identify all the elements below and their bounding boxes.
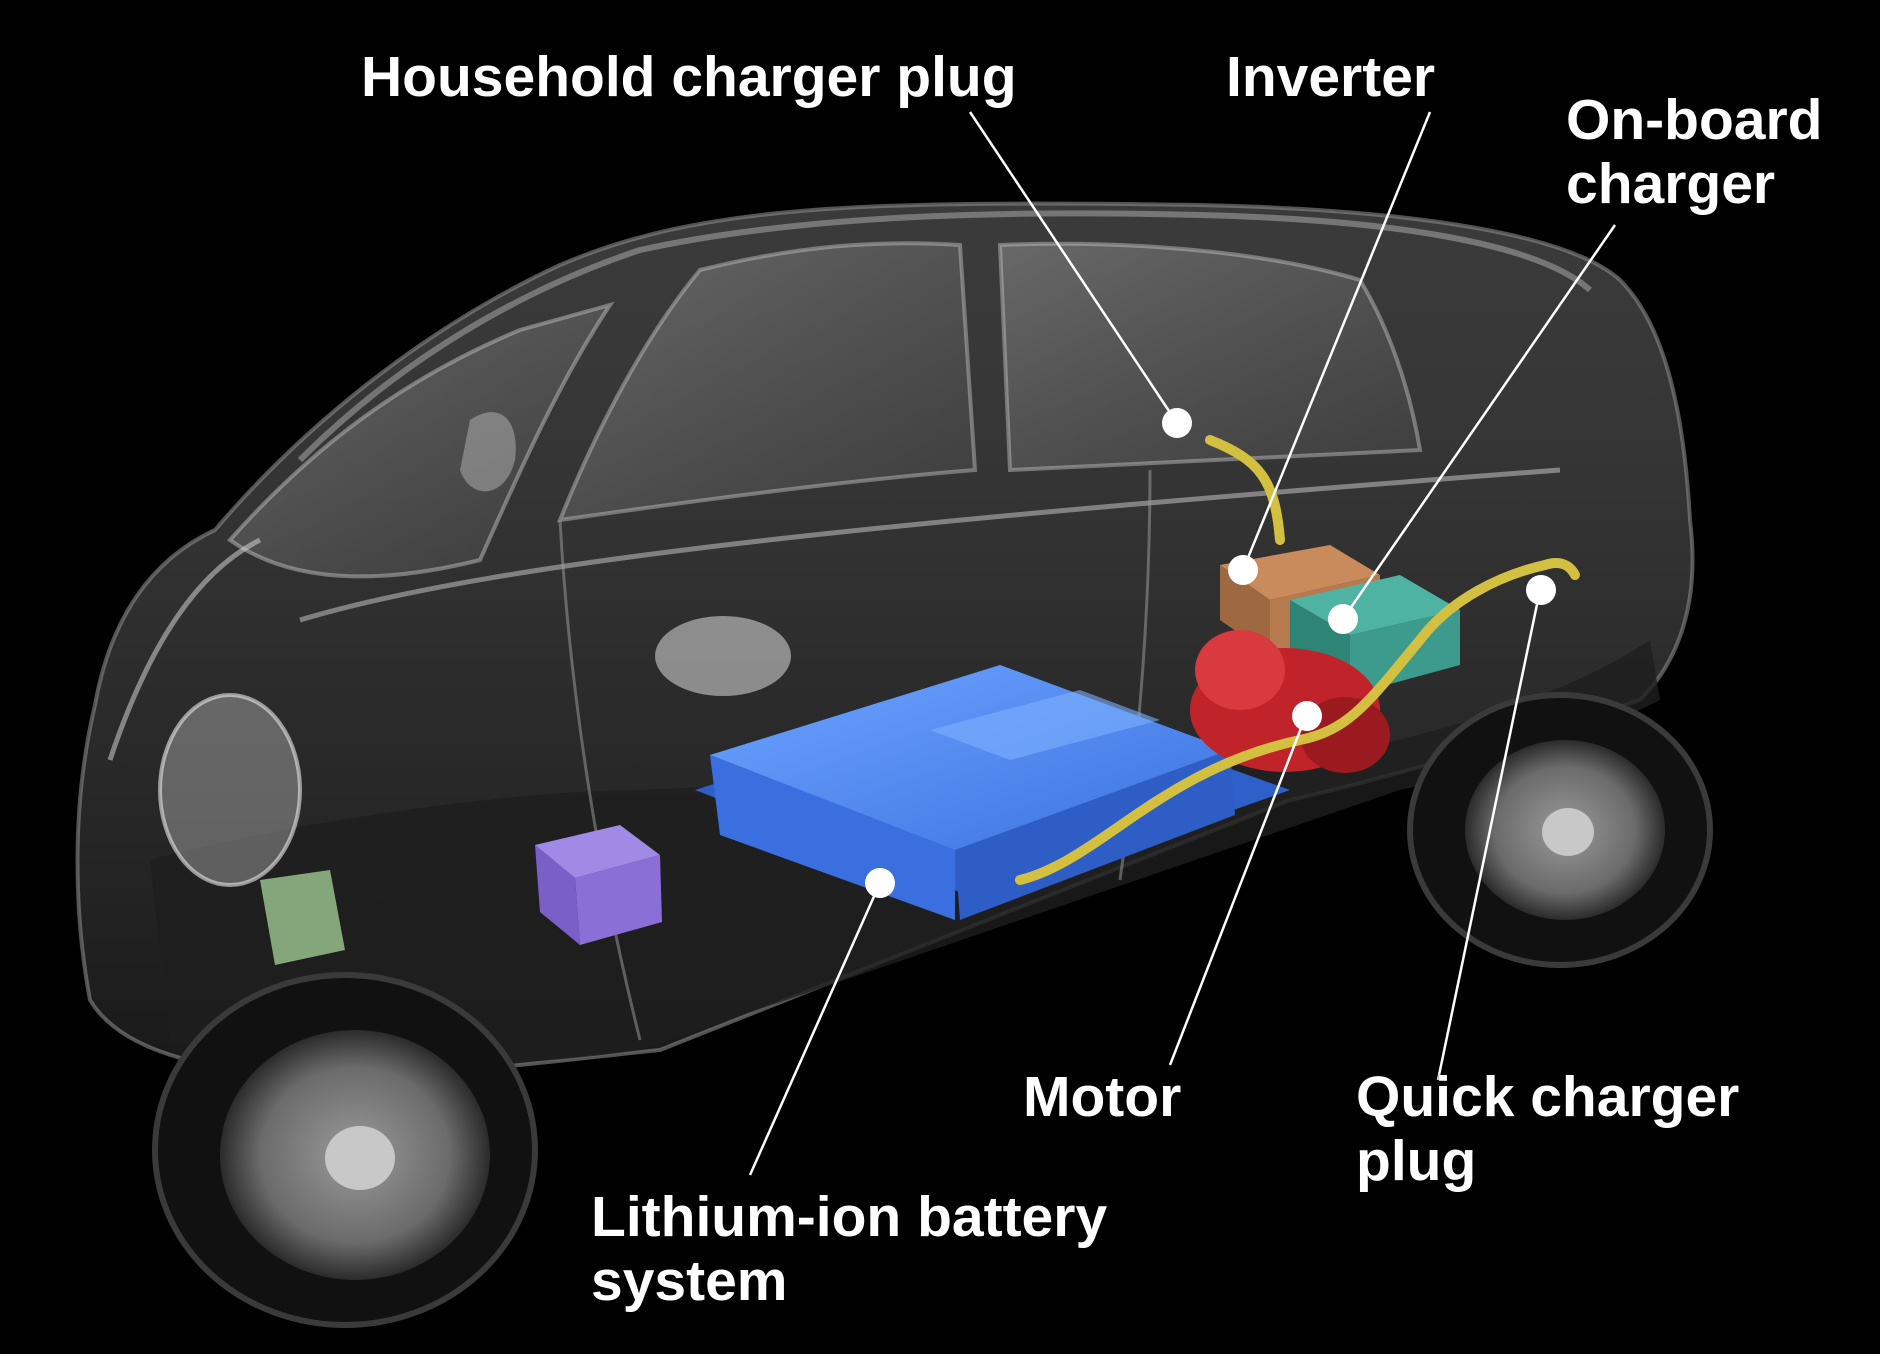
callout-dot-battery	[865, 868, 895, 898]
callout-dot-quick-charger	[1526, 575, 1556, 605]
label-inverter: Inverter	[1226, 45, 1435, 109]
callout-line-motor	[1168, 717, 1307, 1066]
callout-line-quick-charger	[1436, 589, 1542, 1081]
charging-cables	[1015, 435, 1580, 885]
label-battery-line1: Lithium-ion battery	[591, 1185, 1108, 1249]
label-quick-charger-plug-line1: Quick charger	[1356, 1065, 1740, 1129]
headlight	[158, 693, 302, 887]
callout-line-household-plug	[968, 111, 1179, 424]
purple-component-box	[535, 825, 662, 945]
motor-unit	[1190, 630, 1390, 773]
label-on-board-charger-line2: charger	[1566, 152, 1776, 216]
label-lithium-ion-battery-system: Lithium-ion battery system	[591, 1185, 1107, 1313]
label-household-charger-plug: Household charger plug	[361, 45, 1017, 109]
front-wheel	[152, 972, 538, 1328]
callout-dot-onboard-charger	[1328, 604, 1358, 634]
callout-line-battery	[748, 882, 882, 1176]
label-inverter-text: Inverter	[1226, 45, 1436, 109]
label-quick-charger-plug: Quick charger plug	[1356, 1065, 1739, 1193]
callout-dot-inverter	[1228, 555, 1258, 585]
callout-dot-motor	[1292, 701, 1322, 731]
label-household-charger-plug-text: Household charger plug	[361, 45, 1017, 109]
callout-line-inverter	[1241, 111, 1432, 571]
label-motor: Motor	[1023, 1065, 1181, 1129]
label-on-board-charger: On-board charger	[1566, 88, 1822, 216]
label-battery-line2: system	[591, 1249, 788, 1313]
callout-dots	[865, 408, 1556, 898]
callout-line-onboard-charger	[1341, 224, 1617, 620]
side-mirror	[655, 616, 791, 696]
green-component-box	[260, 870, 345, 965]
callout-dot-household-plug	[1162, 408, 1192, 438]
rear-wheel	[1407, 692, 1713, 968]
label-quick-charger-plug-line2: plug	[1356, 1129, 1477, 1193]
callout-lines	[748, 111, 1617, 1176]
label-motor-text: Motor	[1023, 1065, 1182, 1129]
label-on-board-charger-line1: On-board	[1566, 88, 1823, 152]
